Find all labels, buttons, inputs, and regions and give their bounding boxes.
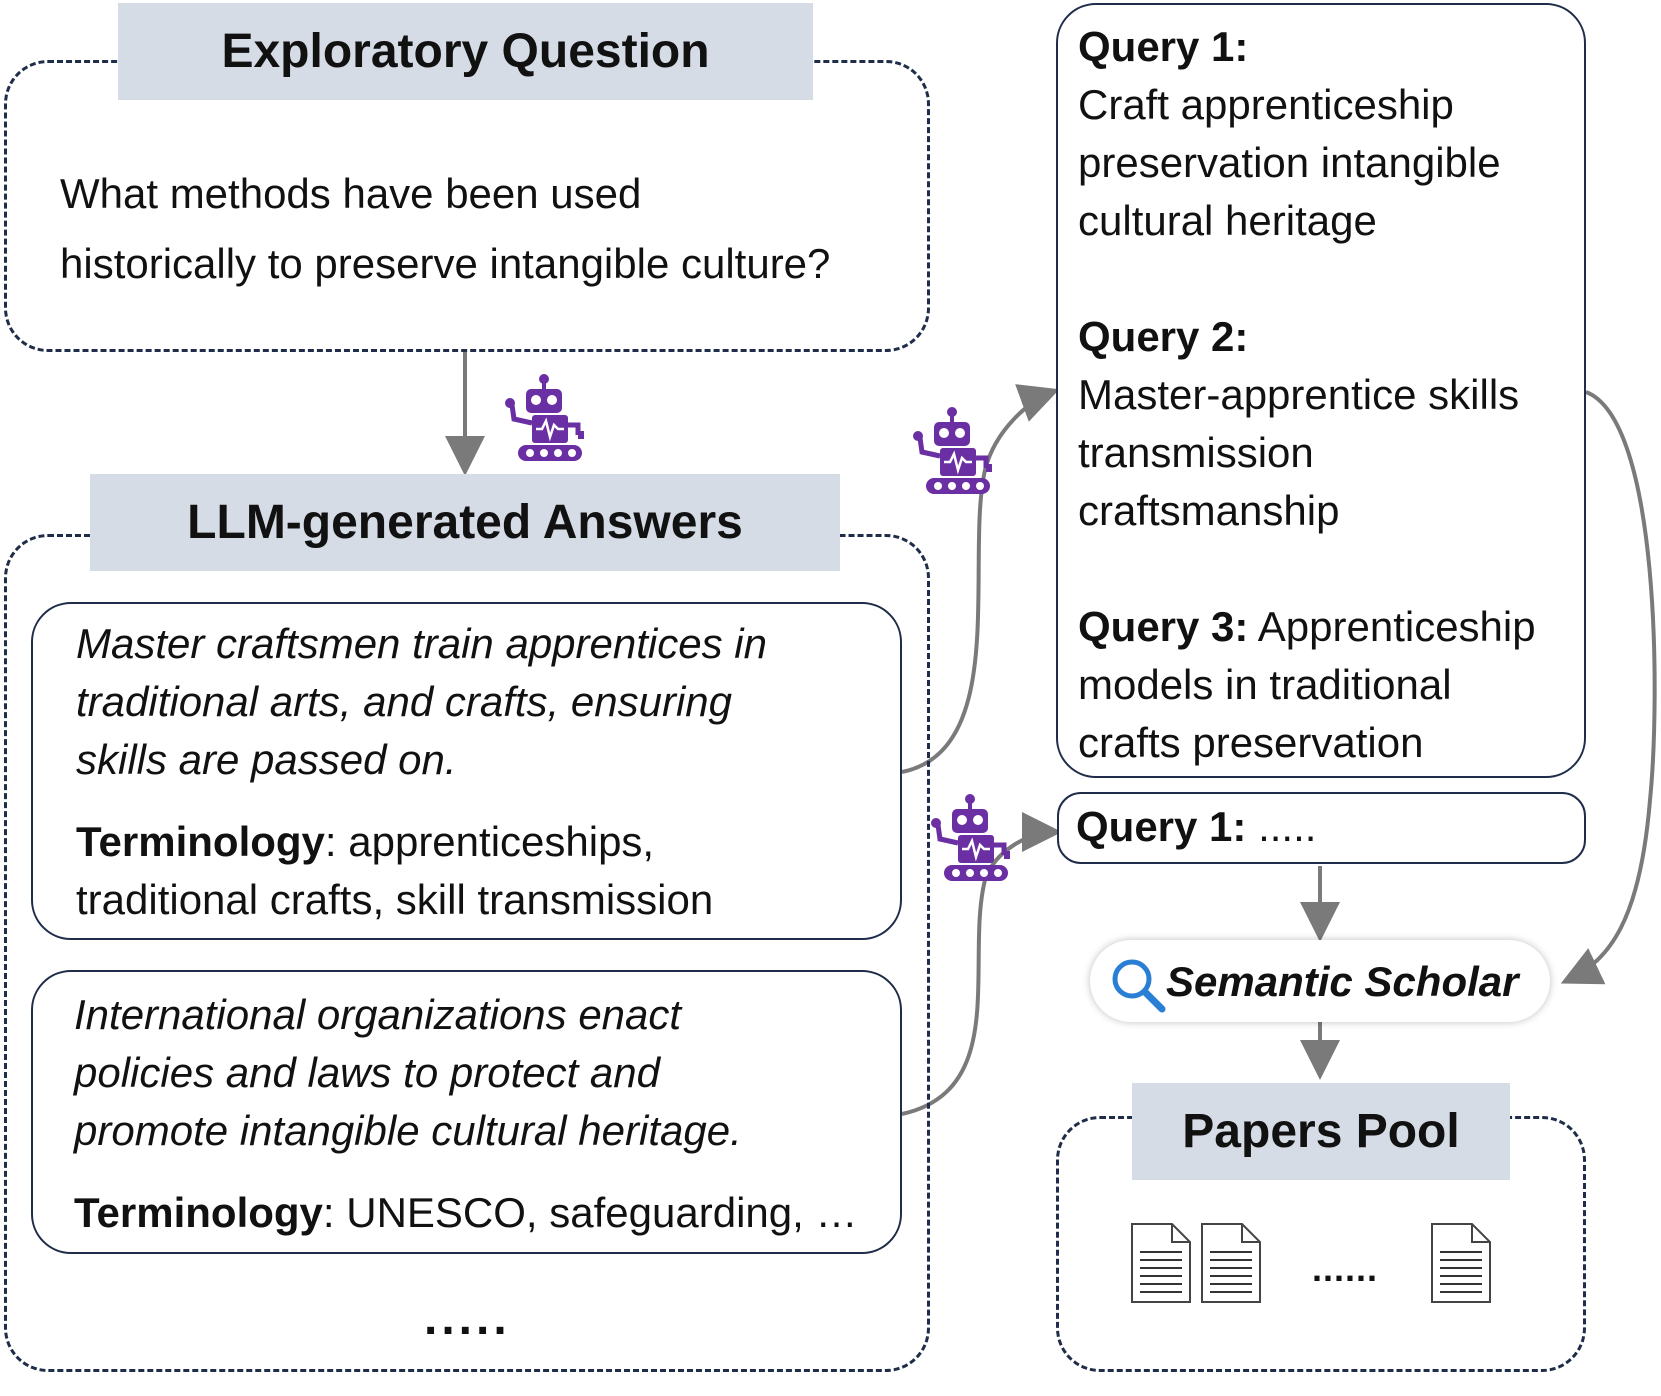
- robot-icon: [505, 374, 584, 461]
- query-small-label: Query 1:: [1076, 803, 1247, 850]
- query3-label: Query 3:: [1078, 603, 1249, 650]
- robot-icon: [913, 407, 992, 494]
- query3-line-3: crafts preservation: [1078, 719, 1424, 766]
- answers-more-ellipsis: .....: [424, 1292, 511, 1345]
- query2-label: Query 2:: [1078, 313, 1249, 360]
- answer-card-1: [31, 602, 902, 940]
- answer1-line-1: Master craftsmen train apprentices in: [76, 620, 767, 667]
- query2-line-1: Master-apprentice skills: [1078, 371, 1520, 418]
- query3-line-2: models in traditional: [1078, 661, 1452, 708]
- robot-icon: [931, 794, 1010, 881]
- answer2-line-3: promote intangible cultural heritage.: [74, 1107, 742, 1154]
- query-small-box: [1057, 792, 1586, 864]
- papers-ellipsis: ......: [1312, 1248, 1379, 1289]
- document-icon: [1201, 1223, 1261, 1303]
- arrow-answer2-to-query-small: [901, 812, 1062, 1116]
- answer-card-2: [31, 970, 902, 1254]
- document-icon: [1431, 1223, 1491, 1303]
- query-small-text: Query 1: .....: [1076, 798, 1316, 856]
- answer1-terminology-line-2: traditional crafts, skill transmission: [76, 876, 714, 923]
- query1-line-1: Craft apprenticeship: [1078, 81, 1454, 128]
- answer2-terminology: Terminology: UNESCO, safeguarding, …: [74, 1184, 857, 1242]
- document-icon: [1131, 1223, 1191, 1303]
- arrow-queries-to-search: [1560, 390, 1657, 985]
- query2-line-3: craftsmanship: [1078, 487, 1340, 534]
- query3-text: Apprenticeship: [1248, 603, 1536, 650]
- queries-box: [1056, 3, 1586, 778]
- answer2-line-1: International organizations enact: [74, 991, 682, 1038]
- query2-line-2: transmission: [1078, 429, 1314, 476]
- terminology-label: Terminology: [76, 818, 325, 865]
- query3-first-line: Query 3: Apprenticeship: [1078, 598, 1536, 656]
- terminology-text: : apprenticeships,: [324, 818, 655, 865]
- semantic-scholar-pill[interactable]: [1090, 940, 1550, 1022]
- question-line-2: historically to preserve intangible cult…: [60, 240, 831, 287]
- query-small-rest: .....: [1246, 803, 1317, 850]
- query1-line-3: cultural heritage: [1078, 197, 1377, 244]
- semantic-scholar-label: Semantic Scholar: [1166, 958, 1519, 1005]
- papers-pool-header: Papers Pool: [1132, 1083, 1510, 1180]
- answer1-terminology: Terminology: apprenticeships,: [76, 813, 654, 871]
- question-line-1: What methods have been used: [60, 170, 642, 217]
- answer1-line-3: skills are passed on.: [76, 736, 457, 783]
- arrow-answer1-to-queries: [901, 384, 1060, 774]
- terminology-label: Terminology: [74, 1189, 323, 1236]
- query1-label: Query 1:: [1078, 23, 1249, 70]
- query1-line-2: preservation intangible: [1078, 139, 1501, 186]
- answer2-line-2: policies and laws to protect and: [74, 1049, 661, 1096]
- terminology-text: : UNESCO, safeguarding, …: [322, 1189, 858, 1236]
- llm-answers-header: LLM-generated Answers: [90, 474, 840, 571]
- exploratory-question-header: Exploratory Question: [118, 3, 813, 100]
- magnifier-icon: [1112, 959, 1166, 1013]
- answer1-line-2: traditional arts, and crafts, ensuring: [76, 678, 733, 725]
